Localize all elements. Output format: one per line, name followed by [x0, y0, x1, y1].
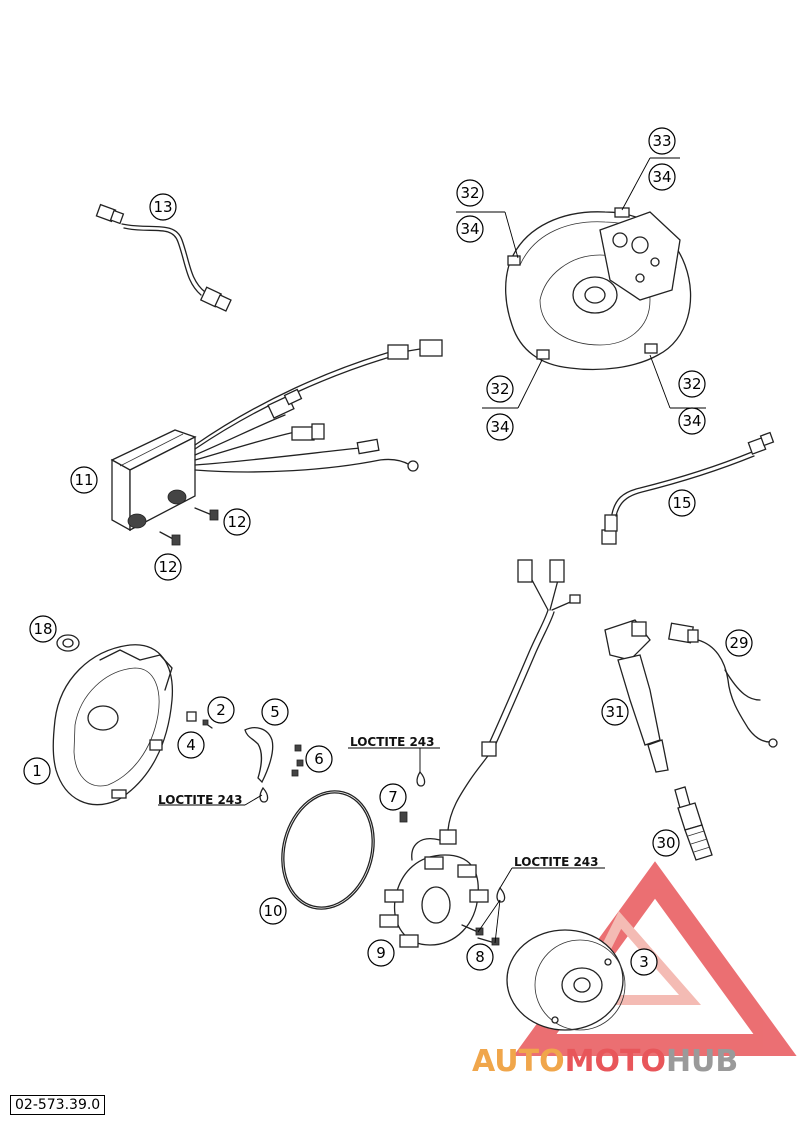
callout-32-top: 32	[456, 179, 484, 207]
svg-text:11: 11	[74, 471, 93, 489]
callout-4: 4	[177, 731, 205, 759]
callout-8: 8	[466, 943, 494, 971]
callout-34-bottom-right: 34	[678, 407, 706, 435]
loctite-label-2: LOCTITE 243	[350, 735, 435, 749]
svg-text:18: 18	[33, 620, 52, 638]
callout-34-upper-right: 34	[648, 163, 676, 191]
callout-2: 2	[207, 696, 235, 724]
svg-text:29: 29	[729, 634, 748, 652]
part-13-sensor-cable	[95, 203, 232, 312]
svg-text:7: 7	[388, 788, 398, 806]
svg-text:2: 2	[216, 701, 226, 719]
part-10-o-ring	[281, 790, 375, 910]
callout-31: 31	[601, 698, 629, 726]
svg-text:31: 31	[605, 703, 624, 721]
loctite-label-3: LOCTITE 243	[514, 855, 599, 869]
svg-text:4: 4	[186, 736, 196, 754]
svg-text:12: 12	[158, 558, 177, 576]
callout-9: 9	[367, 939, 395, 967]
callout-12-bottom: 12	[154, 553, 182, 581]
svg-text:32: 32	[490, 380, 509, 398]
callout-10: 10	[259, 897, 287, 925]
svg-text:32: 32	[682, 375, 701, 393]
watermark-part-auto: AUTO	[472, 1044, 565, 1079]
svg-text:34: 34	[490, 418, 509, 436]
callout-18: 18	[29, 615, 57, 643]
part-30-spark-plug	[674, 786, 713, 861]
svg-text:12: 12	[227, 513, 246, 531]
part-31-ignition-coil	[604, 619, 669, 773]
svg-text:8: 8	[475, 948, 485, 966]
callout-6: 6	[305, 745, 333, 773]
svg-text:3: 3	[639, 953, 649, 971]
part-11-cdi-unit	[110, 339, 443, 532]
part-1-generator-housing	[52, 644, 174, 806]
part-29-cable	[668, 622, 778, 748]
callout-32-bottom-right: 32	[678, 370, 706, 398]
part-9-stator	[379, 559, 581, 948]
callout-1: 1	[23, 757, 51, 785]
callout-34-bottom-left: 34	[486, 413, 514, 441]
watermark-part-hub: HUB	[665, 1044, 739, 1079]
part-18-nut	[56, 634, 80, 652]
callout-11: 11	[70, 466, 98, 494]
svg-text:13: 13	[153, 198, 172, 216]
svg-text:30: 30	[656, 834, 675, 852]
watermark-logo-text: AUTOMOTOHUB	[472, 1044, 738, 1079]
svg-text:9: 9	[376, 944, 386, 962]
part-2-4-small-parts	[186, 711, 213, 729]
callout-13: 13	[149, 193, 177, 221]
part-6-screws	[291, 744, 304, 777]
callout-12-right: 12	[223, 508, 251, 536]
callout-33: 33	[648, 127, 676, 155]
watermark-part-moto: MOTO	[564, 1044, 666, 1079]
loctite-label-1: LOCTITE 243	[158, 793, 243, 807]
callout-30: 30	[652, 829, 680, 857]
callout-15: 15	[668, 489, 696, 517]
part-code: 02-573.39.0	[10, 1095, 106, 1115]
callout-5: 5	[261, 698, 289, 726]
callouts: 1 2 4 5 6 7 10 9 8 3 11 12 12 13 15 18 2…	[23, 127, 753, 976]
part-7-screw	[399, 811, 408, 823]
callout-3: 3	[630, 948, 658, 976]
svg-text:6: 6	[314, 750, 324, 768]
svg-text:34: 34	[652, 168, 671, 186]
svg-text:1: 1	[32, 762, 42, 780]
svg-text:15: 15	[672, 494, 691, 512]
callout-7: 7	[379, 783, 407, 811]
generator-cover	[504, 207, 692, 371]
svg-text:34: 34	[460, 220, 479, 238]
svg-text:33: 33	[652, 132, 671, 150]
loctite-drops	[259, 770, 506, 903]
part-3-flywheel-rotor	[506, 929, 626, 1031]
svg-text:34: 34	[682, 412, 701, 430]
leader-lines	[158, 157, 706, 944]
part-12-screws	[159, 507, 219, 546]
svg-text:10: 10	[263, 902, 282, 920]
callout-29: 29	[725, 629, 753, 657]
callout-32-bottom-left: 32	[486, 375, 514, 403]
svg-text:5: 5	[270, 703, 280, 721]
part-15-sensor-cable	[601, 431, 775, 545]
callout-34-top: 34	[456, 215, 484, 243]
svg-text:32: 32	[460, 184, 479, 202]
part-5-pickup	[244, 727, 274, 784]
